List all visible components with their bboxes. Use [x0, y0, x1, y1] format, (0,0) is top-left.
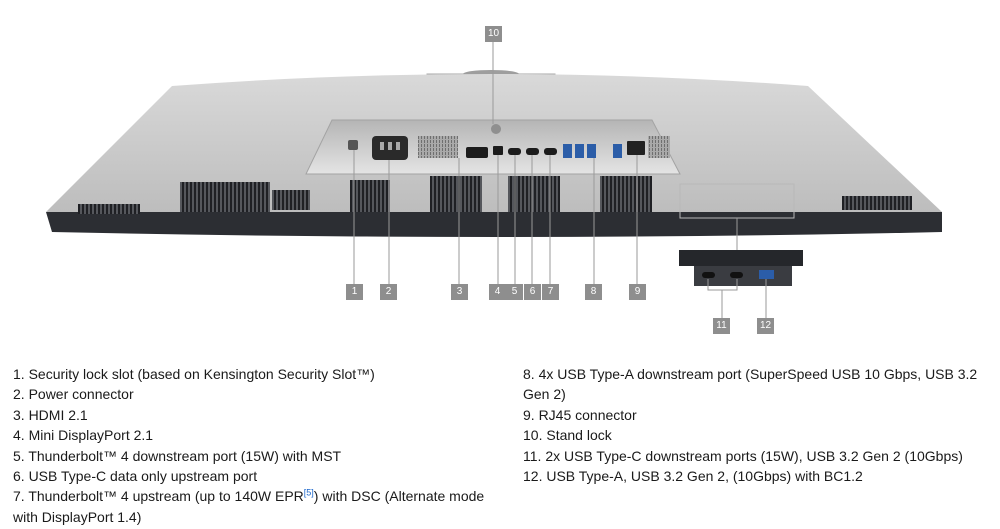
callout-1: 1	[346, 284, 363, 300]
recess-grille-right	[648, 136, 670, 158]
side-usb-a-port	[759, 270, 774, 279]
rj45-connector	[627, 141, 645, 155]
callout-6: 6	[524, 284, 541, 300]
footnote-link[interactable]: [5]	[303, 487, 314, 498]
recess-grille-left	[418, 136, 458, 158]
bottom-vents	[78, 176, 912, 214]
side-usb-c-port-1	[702, 272, 715, 278]
legend-item-7: 7. Thunderbolt™ 4 upstream (up to 140W E…	[13, 486, 503, 527]
legend-item-7-text-end: ) with DSC (Alternate mode with DisplayP…	[13, 488, 485, 525]
callout-12: 12	[757, 318, 774, 334]
legend-left-column: 1. Security lock slot (based on Kensingt…	[13, 364, 503, 527]
stand-lock-screw	[491, 124, 501, 134]
callout-2: 2	[380, 284, 397, 300]
usb-a-port-3	[587, 144, 596, 158]
callout-9: 9	[629, 284, 646, 300]
callout-4: 4	[489, 284, 506, 300]
monitor-illustration	[46, 42, 942, 318]
usb-a-port-1	[563, 144, 572, 158]
usb-c-upstream-port	[526, 148, 539, 155]
callout-7: 7	[542, 284, 559, 300]
legend-item-11: 11. 2x USB Type-C downstream ports (15W)…	[523, 447, 963, 464]
side-usb-module	[679, 250, 803, 286]
usb-a-port-2	[575, 144, 584, 158]
legend-item-7-text-start: 7. Thunderbolt™ 4 upstream (up to 140W E…	[13, 488, 304, 505]
legend-item-10: 10. Stand lock	[523, 427, 612, 444]
security-lock-slot	[348, 140, 358, 150]
callout-3: 3	[451, 284, 468, 300]
callout-8: 8	[585, 284, 602, 300]
hdmi-port	[466, 147, 488, 158]
legend-item-9: 9. RJ45 connector	[523, 406, 637, 423]
legend-item-2: 2. Power connector	[13, 386, 134, 403]
mini-displayport	[493, 146, 503, 155]
callout-5: 5	[506, 284, 523, 300]
monitor-bottom-edge	[46, 212, 942, 237]
callout-11: 11	[713, 318, 730, 334]
monitor-ports-diagram: 10 1 2 3 4 5 6 7 8 9 11 12	[46, 26, 942, 334]
thunderbolt-upstream-port	[544, 148, 557, 155]
legend-right-column: 8. 4x USB Type-A downstream port (SuperS…	[523, 364, 998, 486]
usb-a-port-4	[613, 144, 622, 158]
legend-item-12: 12. USB Type-A, USB 3.2 Gen 2, (10Gbps) …	[523, 468, 863, 485]
callout-10: 10	[485, 26, 502, 42]
legend-item-6: 6. USB Type-C data only upstream port	[13, 468, 258, 485]
legend-item-4: 4. Mini DisplayPort 2.1	[13, 427, 154, 444]
legend-item-3: 3. HDMI 2.1	[13, 406, 88, 423]
leader-lines	[353, 42, 767, 318]
legend-item-5: 5. Thunderbolt™ 4 downstream port (15W) …	[13, 447, 342, 464]
ports-row	[348, 124, 645, 160]
legend-item-8: 8. 4x USB Type-A downstream port (SuperS…	[523, 366, 978, 403]
side-usb-c-port-2	[730, 272, 743, 278]
thunderbolt-downstream-port	[508, 148, 521, 155]
legend-item-1: 1. Security lock slot (based on Kensingt…	[13, 366, 375, 382]
